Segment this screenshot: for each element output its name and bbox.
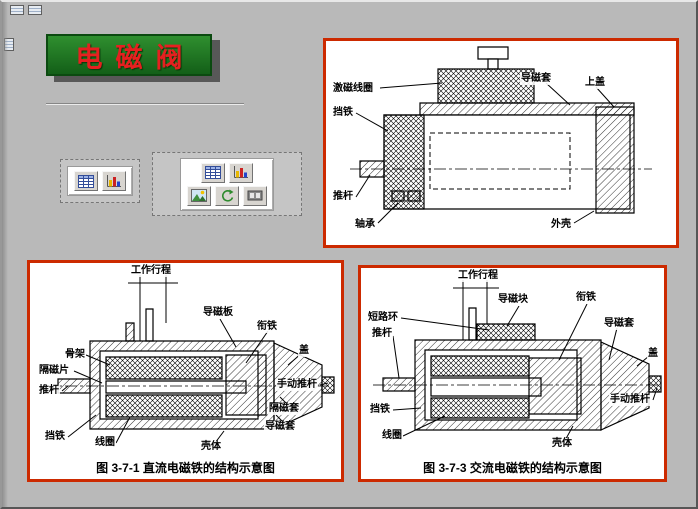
placeholder-panel <box>180 157 274 211</box>
figure-label: 手动推杆 <box>609 394 651 406</box>
bar-chart-icon[interactable] <box>102 171 126 191</box>
figure-label: 隔磁片 <box>38 365 70 377</box>
figure-label: 短路环 <box>367 312 399 324</box>
figure-panel-ac-electromagnet[interactable]: 工作行程 导磁块 衔铁 导磁套 短路环 推杆 盖 手动推杆 挡铁 线圈 壳体 图… <box>358 265 667 482</box>
figure-label: 壳体 <box>551 438 573 450</box>
content-placeholder-large[interactable] <box>152 152 302 216</box>
cycle-diagram-icon[interactable] <box>215 185 239 206</box>
figure-label: 壳体 <box>200 441 222 453</box>
figure-label: 隔磁套 <box>268 403 300 415</box>
figure-panel-dc-electromagnet[interactable]: 工作行程 导磁板 衔铁 盖 骨架 隔磁片 推杆 手动推杆 隔磁套 导磁套 挡铁 … <box>27 260 344 482</box>
figure-label: 工作行程 <box>130 265 172 277</box>
figure-label: 推杆 <box>332 191 354 203</box>
table-icon[interactable] <box>201 162 225 183</box>
figure-label: 骨架 <box>64 349 86 361</box>
figure-label: 线圈 <box>381 430 403 442</box>
slide-title: 电磁阀 <box>75 42 196 73</box>
figure-label: 轴承 <box>354 219 376 231</box>
figure-label: 推杆 <box>38 385 60 397</box>
embedded-object-icon[interactable] <box>4 38 14 51</box>
figure-label: 导磁块 <box>497 294 529 306</box>
figure-label: 挡铁 <box>369 404 391 416</box>
slide-title-box[interactable]: 电磁阀 <box>46 34 212 76</box>
figure-panel-solenoid[interactable]: 激磁线圈 导磁套 上盖 挡铁 推杆 轴承 外壳 <box>323 38 679 248</box>
figure-caption: 图 3-7-3 交流电磁铁的结构示意图 <box>423 461 602 475</box>
embedded-object-icon[interactable] <box>28 5 42 15</box>
figure-label: 导磁套 <box>603 318 635 330</box>
placeholder-panel <box>67 166 133 196</box>
figure-label: 衔铁 <box>256 321 278 333</box>
figure-label: 上盖 <box>584 77 606 89</box>
solenoid-cross-section-drawing <box>326 41 676 245</box>
figure-label: 衔铁 <box>575 292 597 304</box>
content-placeholder-small[interactable] <box>60 159 140 203</box>
figure-label: 推杆 <box>371 328 393 340</box>
figure-label: 激磁线圈 <box>332 83 374 95</box>
figure-label: 手动推杆 <box>276 379 318 391</box>
title-underline <box>46 103 244 105</box>
figure-label: 线圈 <box>94 437 116 449</box>
table-icon[interactable] <box>74 171 98 191</box>
embedded-object-icon[interactable] <box>10 5 24 15</box>
figure-label: 工作行程 <box>457 270 499 282</box>
figure-label: 盖 <box>298 345 310 357</box>
figure-label: 挡铁 <box>332 107 354 119</box>
figure-label: 外壳 <box>550 219 572 231</box>
figure-label: 挡铁 <box>44 431 66 443</box>
media-clip-icon[interactable] <box>243 185 267 206</box>
figure-caption: 图 3-7-1 直流电磁铁的结构示意图 <box>96 461 275 475</box>
figure-label: 导磁板 <box>202 307 234 319</box>
picture-icon[interactable] <box>187 185 211 206</box>
figure-label: 导磁套 <box>520 73 552 85</box>
bar-chart-icon[interactable] <box>229 162 253 183</box>
ac-electromagnet-drawing <box>361 268 664 455</box>
figure-label: 盖 <box>647 348 659 360</box>
figure-label: 导磁套 <box>264 421 296 433</box>
